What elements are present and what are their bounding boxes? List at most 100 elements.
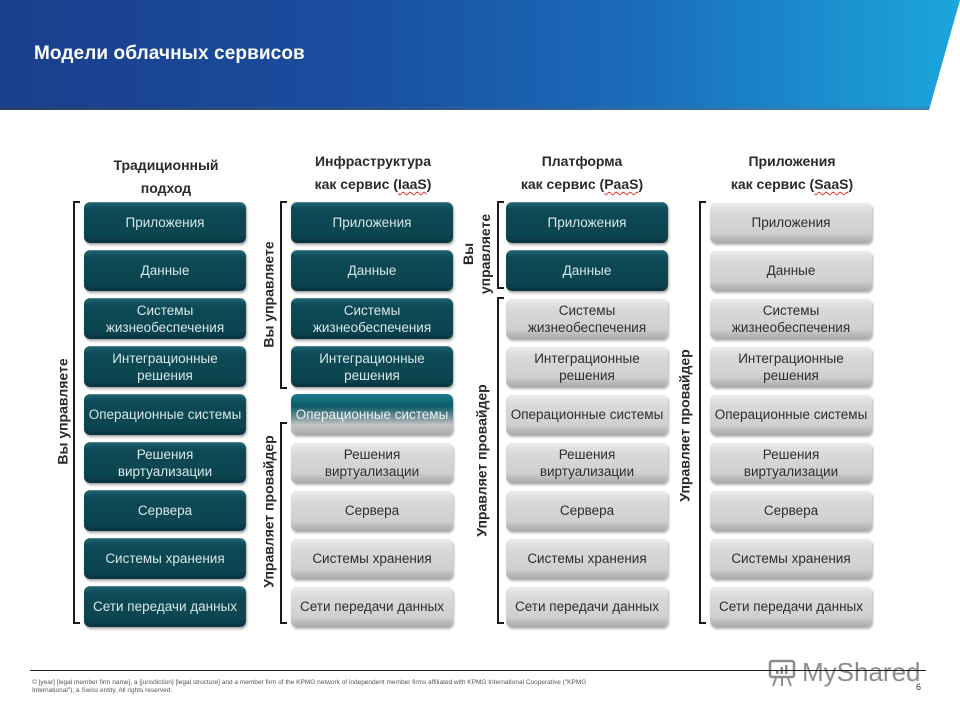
stack-item-virtualization: Решения виртуализации: [84, 442, 246, 483]
stack-item-storage: Системы хранения: [710, 538, 872, 579]
stack-item-applications: Приложения: [291, 202, 453, 243]
stack-item-os: Операционные системы: [291, 394, 453, 435]
column-header-text: как сервис (: [520, 176, 605, 192]
stack-item-applications: Приложения: [506, 202, 668, 243]
stack-item-label: Сервера: [137, 503, 193, 518]
stack-item-virtualization: Решения виртуализации: [506, 442, 668, 483]
column-header-text: как сервис (: [314, 176, 398, 192]
column-header-line: как сервис (IaaS): [314, 176, 432, 192]
label-you-manage-paas: Вы управляете: [460, 209, 494, 299]
stack-item-storage: Системы хранения: [84, 538, 246, 579]
stack-item-label: Данные: [766, 263, 816, 278]
watermark-text: MyShared: [802, 656, 921, 687]
stack-item-label: Решения виртуализации: [539, 446, 635, 479]
stack-item-servers: Сервера: [710, 490, 872, 531]
stack-item-servers: Сервера: [291, 490, 453, 531]
stack-item-label: Интеграционные решения: [112, 350, 218, 383]
stack-item-middleware: Интеграционные решения: [710, 346, 872, 387]
stack-item-label: Системы хранения: [731, 551, 851, 566]
stack-item-label: Системы жизнеобеспечения: [312, 302, 432, 335]
footer-divider: [30, 670, 926, 671]
stack-item-label: Интеграционные решения: [319, 350, 425, 383]
column-abbr: PaaS: [604, 176, 639, 192]
column-header-paas: Платформа как сервис (PaaS): [500, 150, 664, 196]
presentation-board-icon: [768, 659, 796, 687]
stack-item-label: Системы жизнеобеспечения: [731, 302, 851, 335]
bracket-paas-provider: [497, 297, 504, 624]
stack-item-label: Данные: [562, 263, 612, 278]
stack-item-label: Системы хранения: [312, 551, 432, 566]
stack-item-middleware: Интеграционные решения: [506, 346, 668, 387]
stack-item-applications: Приложения: [84, 202, 246, 243]
bracket-iaas-you: [280, 201, 287, 389]
stack-item-runtime: Системы жизнеобеспечения: [710, 298, 872, 339]
stack-item-label: Интеграционные решения: [534, 350, 640, 383]
stack-item-data: Данные: [506, 250, 668, 291]
page-number: 6: [916, 682, 922, 692]
bracket-iaas-provider: [280, 422, 287, 624]
stack-item-label: Данные: [140, 263, 190, 278]
title-banner: Модели облачных сервисов: [0, 0, 960, 110]
stack-item-storage: Системы хранения: [506, 538, 668, 579]
watermark: MyShared: [766, 656, 921, 688]
stack-item-label: Операционные системы: [510, 407, 664, 422]
label-provider-iaas: Управляет провайдер: [260, 435, 277, 588]
stack-item-networking: Сети передачи данных: [710, 586, 872, 627]
stack-item-label: Операционные системы: [295, 407, 449, 422]
stack-item-servers: Сервера: [84, 490, 246, 531]
label-you-manage-traditional: Вы управляете: [54, 358, 71, 465]
stack-item-os: Операционные системы: [710, 394, 872, 435]
column-header-line: Инфраструктура: [314, 153, 432, 169]
column-header-traditional: Традиционный подход: [84, 154, 248, 200]
stack-item-networking: Сети передачи данных: [291, 586, 453, 627]
bracket-saas-provider: [699, 201, 706, 624]
stack-item-label: Системы хранения: [527, 551, 647, 566]
stack-item-data: Данные: [84, 250, 246, 291]
stack-item-label: Сети передачи данных: [719, 599, 863, 614]
stack-item-runtime: Системы жизнеобеспечения: [291, 298, 453, 339]
stack-item-label: Сети передачи данных: [93, 599, 237, 614]
label-provider-saas: Управляет провайдер: [676, 349, 693, 502]
stack-item-label: Сети передачи данных: [515, 599, 659, 614]
stack-item-label: Сети передачи данных: [300, 599, 444, 614]
label-line: Вы: [460, 242, 476, 266]
column-abbr: SaaS: [814, 176, 849, 192]
stack-item-storage: Системы хранения: [291, 538, 453, 579]
stack-item-runtime: Системы жизнеобеспечения: [84, 298, 246, 339]
stack-item-label: Сервера: [763, 503, 819, 518]
stack-item-label: Решения виртуализации: [743, 446, 839, 479]
stack-item-label: Решения виртуализации: [324, 446, 420, 479]
bracket-traditional-you: [73, 201, 80, 624]
column-header-line: Платформа: [541, 153, 623, 169]
column-header-line: как сервис (SaaS): [730, 176, 854, 192]
stack-item-os: Операционные системы: [84, 394, 246, 435]
column-header-line: Традиционный: [113, 157, 219, 173]
page-title: Модели облачных сервисов: [34, 43, 305, 64]
stack-item-label: Приложения: [751, 215, 831, 230]
stack-item-middleware: Интеграционные решения: [291, 346, 453, 387]
stack-item-data: Данные: [710, 250, 872, 291]
stack-item-networking: Сети передачи данных: [506, 586, 668, 627]
stack-item-label: Операционные системы: [88, 407, 242, 422]
stack-item-applications: Приложения: [710, 202, 872, 243]
stack-item-runtime: Системы жизнеобеспечения: [506, 298, 668, 339]
footer-legal-text: © [year] [legal member firm name], a [ju…: [32, 679, 587, 694]
stack-item-middleware: Интеграционные решения: [84, 346, 246, 387]
column-header-line: Приложения: [748, 153, 836, 169]
label-line: управляете: [477, 213, 493, 295]
column-header-line: как сервис (PaaS): [520, 176, 644, 192]
stack-item-os: Операционные системы: [506, 394, 668, 435]
column-header-iaas: Инфраструктура как сервис (IaaS): [291, 150, 455, 196]
stack-item-label: Системы хранения: [105, 551, 225, 566]
label-you-manage-iaas: Вы управляете: [260, 241, 277, 348]
stack-item-label: Системы жизнеобеспечения: [105, 302, 225, 335]
stack-item-label: Приложения: [125, 215, 205, 230]
stack-item-virtualization: Решения виртуализации: [710, 442, 872, 483]
stack-item-label: Приложения: [332, 215, 412, 230]
stack-item-label: Решения виртуализации: [117, 446, 213, 479]
stack-item-label: Сервера: [344, 503, 400, 518]
column-abbr: IaaS: [397, 176, 427, 192]
column-header-line: подход: [140, 180, 192, 196]
column-header-text: как сервис (: [730, 176, 815, 192]
stack-item-label: Данные: [347, 263, 397, 278]
